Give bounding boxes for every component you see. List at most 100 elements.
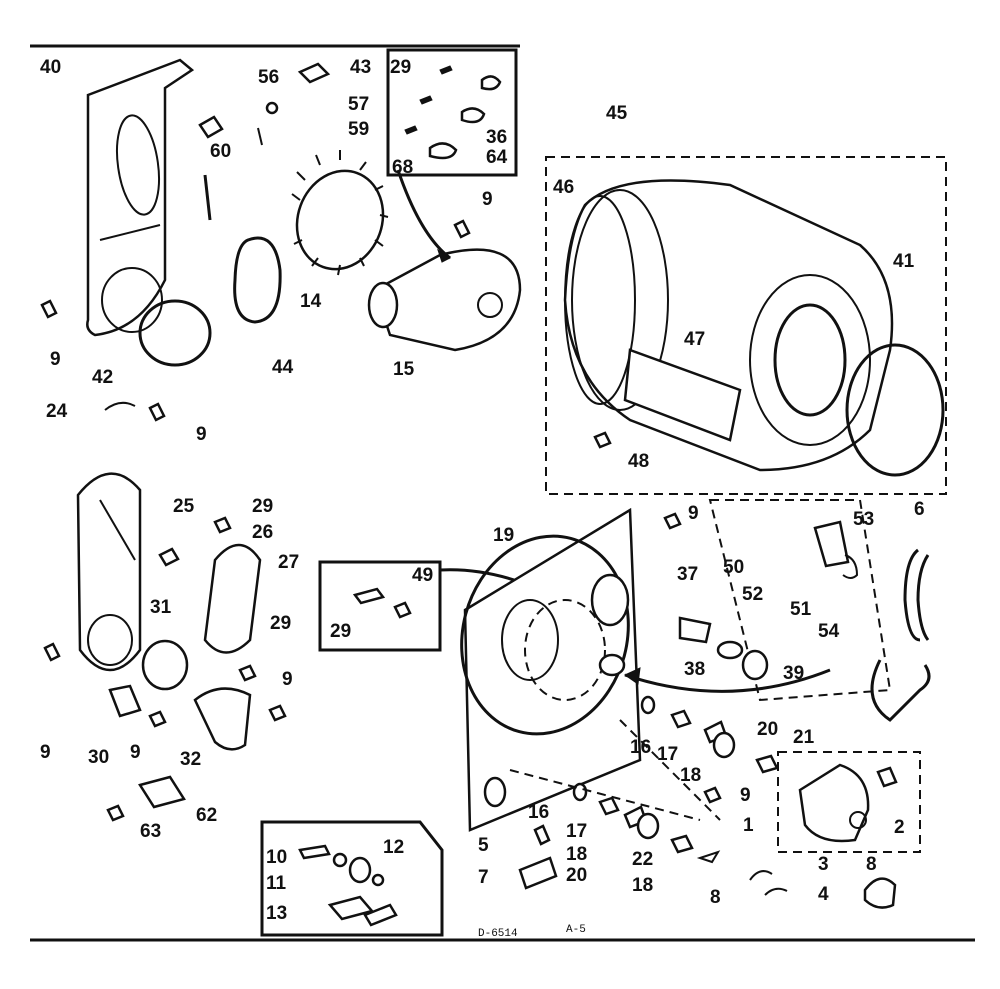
label-part-20: 20 (566, 865, 588, 886)
rear-bulkhead-part-19 (460, 507, 642, 832)
label-part-9: 9 (740, 785, 751, 806)
label-part-32: 32 (180, 749, 202, 770)
small-hardware-top (40, 62, 471, 422)
label-part-54: 54 (818, 621, 840, 642)
label-part-9: 9 (196, 424, 207, 445)
label-part-57: 57 (348, 94, 370, 115)
pulley-part-31 (141, 639, 189, 691)
label-part-9: 9 (282, 669, 293, 690)
label-part-15: 15 (393, 359, 415, 380)
drum-seal-part-41 (845, 343, 945, 477)
label-part-39: 39 (783, 663, 805, 684)
page-id: A-5 (566, 924, 586, 936)
label-part-17: 17 (566, 821, 588, 842)
label-part-36: 36 (486, 127, 508, 148)
belt-cover-part-25 (76, 472, 142, 672)
label-part-42: 42 (92, 367, 114, 388)
label-part-45: 45 (606, 103, 628, 124)
motor-mount-parts (749, 870, 897, 909)
drive-belt-part-6 (903, 548, 921, 642)
drum-assembly-box-part-45 (545, 156, 947, 495)
label-part-18: 18 (632, 875, 654, 896)
arrow-to-blower (396, 169, 451, 260)
switch-part-51 (813, 520, 850, 568)
inset-box-door-hardware (386, 48, 518, 177)
label-part-13: 13 (266, 903, 288, 924)
motor-part-1 (798, 763, 870, 843)
label-part-40: 40 (40, 57, 62, 78)
cone-part-32 (193, 687, 252, 751)
small-screws-lower-left (43, 516, 287, 822)
switch-part-62 (138, 775, 186, 809)
label-part-31: 31 (150, 597, 172, 618)
label-part-8: 8 (866, 854, 877, 875)
label-part-44: 44 (272, 357, 294, 378)
front-bulkhead-part-40 (86, 58, 195, 337)
inset-box-part-49 (318, 560, 442, 652)
label-part-20: 20 (757, 719, 779, 740)
label-part-16: 16 (528, 802, 550, 823)
label-part-10: 10 (266, 847, 288, 868)
label-part-7: 7 (478, 867, 489, 888)
label-part-25: 25 (173, 496, 195, 517)
label-part-3: 3 (818, 854, 829, 875)
seal-ring-part-42 (138, 299, 212, 367)
part-2 (876, 766, 898, 788)
label-part-18: 18 (566, 844, 588, 865)
label-part-22: 22 (632, 849, 654, 870)
label-part-59: 59 (348, 119, 370, 140)
drawing-number: D-6514 (478, 928, 518, 940)
label-part-9: 9 (130, 742, 141, 763)
label-part-53: 53 (853, 509, 875, 530)
label-part-43: 43 (350, 57, 372, 78)
blower-housing-part-15 (367, 248, 522, 352)
gasket-part-44 (233, 236, 282, 324)
label-part-41: 41 (893, 251, 915, 272)
label-part-2: 2 (894, 817, 905, 838)
label-part-6: 6 (914, 499, 925, 520)
label-part-14: 14 (300, 291, 322, 312)
label-part-48: 48 (628, 451, 650, 472)
label-part-9: 9 (688, 503, 699, 524)
label-part-24: 24 (46, 401, 68, 422)
door-switch-box (708, 499, 892, 702)
label-part-29: 29 (252, 496, 274, 517)
label-part-64: 64 (486, 147, 508, 168)
label-part-9: 9 (40, 742, 51, 763)
label-part-30: 30 (88, 747, 110, 768)
latch-parts (298, 844, 398, 927)
blower-wheel-part-14 (291, 150, 389, 276)
bracket-part-30 (108, 684, 142, 718)
label-part-18: 18 (680, 765, 702, 786)
label-part-21: 21 (793, 727, 815, 748)
label-part-56: 56 (258, 67, 280, 88)
label-part-9: 9 (482, 189, 493, 210)
arrow-to-bulkhead (624, 668, 831, 693)
label-part-4: 4 (818, 884, 829, 905)
door-stop-parts (404, 65, 502, 160)
label-part-11: 11 (266, 873, 287, 894)
inset-box-latch-parts (260, 820, 444, 937)
label-part-50: 50 (723, 557, 745, 578)
label-part-38: 38 (684, 659, 706, 680)
label-part-9: 9 (50, 349, 61, 370)
label-part-62: 62 (196, 805, 218, 826)
label-part-19: 19 (493, 525, 515, 546)
label-part-51: 51 (790, 599, 812, 620)
ring-part-39 (741, 649, 769, 681)
label-part-37: 37 (677, 564, 699, 585)
label-part-16: 16 (630, 737, 652, 758)
cover-part-27 (203, 543, 262, 654)
label-part-8: 8 (710, 887, 721, 908)
label-part-29: 29 (390, 57, 412, 78)
label-part-5: 5 (478, 835, 489, 856)
label-part-47: 47 (684, 329, 706, 350)
label-part-12: 12 (383, 837, 405, 858)
label-part-17: 17 (657, 744, 679, 765)
label-part-29: 29 (270, 613, 292, 634)
rollers-and-shafts (518, 512, 779, 890)
arrow-to-rear-panel (439, 568, 521, 584)
drum-part-46 (563, 179, 894, 472)
label-part-26: 26 (252, 522, 274, 543)
screw-part-48 (593, 431, 612, 449)
